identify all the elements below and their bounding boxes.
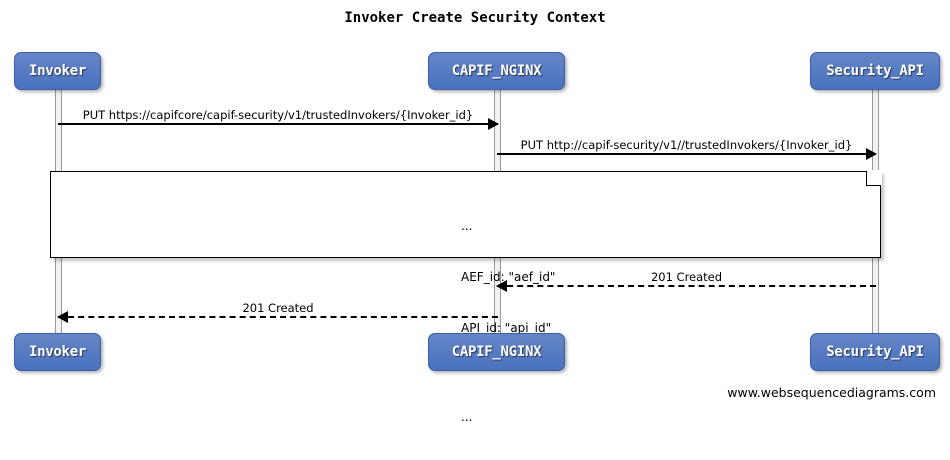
arrowhead-right-icon — [488, 118, 499, 130]
participant-security-api-bottom[interactable]: Security_API — [810, 333, 940, 371]
note-line-3: API_id: "api_id" — [461, 321, 552, 335]
participant-invoker-label-bottom: Invoker — [29, 344, 86, 360]
note-line-1: ... — [461, 219, 473, 233]
participant-capif-nginx-label-bottom: CAPIF_NGINX — [451, 344, 542, 360]
diagram-title: Invoker Create Security Context — [344, 10, 606, 26]
note-fold-corner-icon — [866, 171, 881, 186]
participant-invoker-top[interactable]: Invoker — [14, 52, 101, 90]
note-line-2: AEF_id: "aef_id" — [461, 270, 556, 284]
note-content: ... AEF_id: "aef_id" API_id: "api_id" ..… — [461, 184, 555, 460]
note-spacer — [461, 371, 555, 375]
sequence-diagram-canvas: Invoker Create Security Context Invoker … — [14, 10, 940, 424]
arrowhead-left-icon — [496, 280, 507, 292]
message-label-4: 201 Created — [242, 301, 314, 315]
participant-capif-nginx-top[interactable]: CAPIF_NGINX — [428, 52, 565, 90]
arrowhead-left-icon — [57, 311, 68, 323]
footer-watermark: www.websequencediagrams.com — [727, 385, 936, 400]
message-label-1: PUT https://capifcore/capif-security/v1/… — [82, 108, 474, 122]
message-arrow-2 — [497, 148, 877, 160]
note-box: ... AEF_id: "aef_id" API_id: "api_id" ..… — [50, 170, 882, 424]
message-line-1 — [58, 123, 498, 125]
participant-invoker-bottom[interactable]: Invoker — [14, 333, 101, 371]
message-arrow-3 — [496, 280, 876, 292]
participant-capif-nginx-bottom[interactable]: CAPIF_NGINX — [428, 333, 565, 371]
message-label-3: 201 Created — [650, 270, 723, 284]
participant-security-api-label-top: Security_API — [826, 63, 924, 79]
arrowhead-right-icon — [866, 148, 877, 160]
message-line-2 — [497, 153, 876, 155]
note-line-4: ... — [461, 410, 473, 424]
message-line-4 — [58, 316, 498, 318]
participant-invoker-label-top: Invoker — [29, 63, 86, 79]
participant-capif-nginx-label-top: CAPIF_NGINX — [451, 63, 542, 79]
participant-security-api-top[interactable]: Security_API — [810, 52, 940, 90]
message-line-3 — [497, 285, 876, 287]
message-arrow-4 — [57, 311, 498, 323]
participant-security-api-label-bottom: Security_API — [826, 344, 924, 360]
message-label-2: PUT http://capif-security/v1//trustedInv… — [520, 138, 853, 152]
message-arrow-1 — [58, 118, 499, 130]
